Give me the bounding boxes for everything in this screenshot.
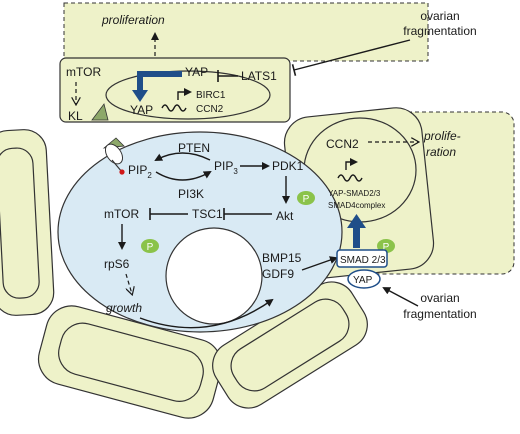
- oocyte-nucleus: [165, 227, 263, 325]
- label-gdf9: GDF9: [262, 267, 294, 281]
- kl-ligand-icon: [91, 103, 109, 121]
- label-ccn2-top: CCN2: [196, 104, 224, 115]
- yap-bottom-oval: [347, 269, 381, 289]
- transcription-arrow-right: [345, 158, 358, 170]
- label-tsc1: TSC1: [192, 207, 223, 221]
- label-smad23: SMAD 2/3: [340, 255, 386, 266]
- label-p-akt: P: [303, 194, 310, 205]
- label-ovarian-bottom-1: ovarian: [420, 291, 459, 305]
- label-lats1: LATS1: [241, 69, 277, 83]
- kit-receptor-icon: [102, 137, 125, 175]
- growth-to-bmp15: [139, 298, 274, 329]
- dna-wave-top: [161, 104, 187, 112]
- label-yap-bottom: YAP: [353, 275, 373, 286]
- label-pip3: PIP3: [214, 159, 238, 176]
- bmp15-to-smad: [301, 256, 338, 271]
- label-proliferation-top: proliferation: [101, 13, 165, 27]
- label-pi3k: PI3K: [178, 187, 204, 201]
- label-ccn2-right: CCN2: [326, 137, 359, 151]
- proliferation-zone-top: [63, 2, 429, 62]
- label-kl: KL: [68, 109, 83, 123]
- label-birc1: BIRC1: [196, 90, 226, 101]
- smad-translocation-arrow: [353, 226, 360, 248]
- label-ovarian-top-1: ovarian: [420, 9, 459, 23]
- dna-wave-right: [337, 174, 363, 182]
- yap-translocation-arrow: [137, 71, 182, 92]
- phospho-rps6-icon: [141, 239, 159, 253]
- label-mtor-top: mTOR: [66, 65, 101, 79]
- label-smad4complex: SMAD4complex: [328, 201, 385, 210]
- label-yap-nucleus: YAP: [130, 103, 153, 117]
- label-p-rps6: P: [147, 242, 154, 253]
- label-p-smad: P: [383, 242, 390, 253]
- inhibit-lats1-top: [291, 39, 411, 77]
- label-pip2: PIP2: [128, 163, 152, 180]
- label-pdk1: PDK1: [272, 159, 304, 173]
- label-mtor-mid: mTOR: [104, 207, 139, 221]
- label-proliferation-right-2: ration: [426, 145, 456, 159]
- label-proliferation-right-1: prolife-: [423, 129, 461, 143]
- granulosa-cell-bottom-right: [212, 281, 368, 409]
- fragmentation-to-yap: [382, 287, 419, 307]
- label-yap-smad: YAP-SMAD2/3: [328, 189, 381, 198]
- label-yap-top: YAP: [185, 65, 208, 79]
- label-pten: PTEN: [178, 141, 210, 155]
- label-rps6: rpS6: [104, 257, 130, 271]
- label-ovarian-bottom-2: fragmentation: [403, 307, 476, 321]
- phospho-akt-icon: [297, 191, 315, 205]
- label-bmp15: BMP15: [262, 251, 302, 265]
- transcription-arrow-top: [177, 88, 192, 100]
- label-akt: Akt: [276, 209, 294, 223]
- label-ovarian-top-2: fragmentation: [403, 24, 476, 38]
- smad23-box: [336, 249, 388, 268]
- label-growth: growth: [106, 301, 142, 315]
- nucleus-left: [0, 147, 40, 299]
- pten-arrow: [154, 152, 211, 161]
- rps6-to-growth: [125, 273, 132, 294]
- pi3k-arrow: [155, 171, 212, 181]
